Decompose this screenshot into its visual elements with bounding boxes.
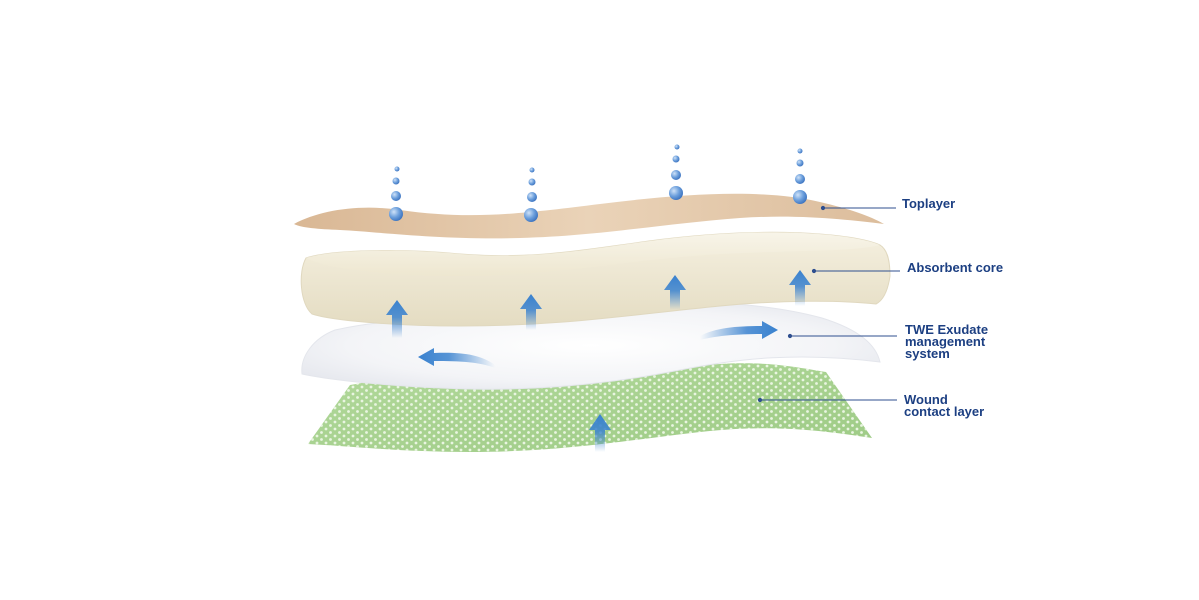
arrow-up-icon	[789, 270, 811, 306]
arrow-up-icon	[386, 300, 408, 338]
label-twe-line3: system	[905, 346, 950, 361]
droplet-icon	[793, 148, 807, 204]
label-absorbent-core: Absorbent core	[907, 260, 1004, 275]
droplet-icon	[389, 166, 403, 221]
label-wound-contact: Wound contact layer	[904, 392, 985, 419]
droplets	[389, 144, 807, 222]
arrow-up-icon	[520, 294, 542, 330]
leader-lines	[757, 205, 900, 403]
label-twe-line1: TWE Exudate	[905, 322, 989, 337]
label-absorbent-core-text: Absorbent core	[907, 260, 1004, 275]
absorbent-core-layer	[300, 231, 891, 327]
toplayer-film	[294, 193, 884, 239]
arrows	[386, 270, 811, 452]
label-wound-line1: Wound	[904, 392, 948, 407]
label-twe-exudate: TWE Exudate management system	[905, 322, 989, 361]
arrow-up-icon	[589, 414, 611, 452]
label-twe-line2: management	[905, 334, 986, 349]
label-toplayer-text: Toplayer	[902, 196, 956, 211]
arrow-left-icon	[418, 348, 495, 368]
arrow-up-icon	[664, 275, 686, 310]
label-wound-line2: contact layer	[904, 404, 985, 419]
droplet-icon	[524, 167, 538, 222]
droplet-icon	[669, 144, 683, 200]
arrow-right-icon	[700, 321, 778, 340]
label-toplayer: Toplayer	[902, 196, 956, 211]
